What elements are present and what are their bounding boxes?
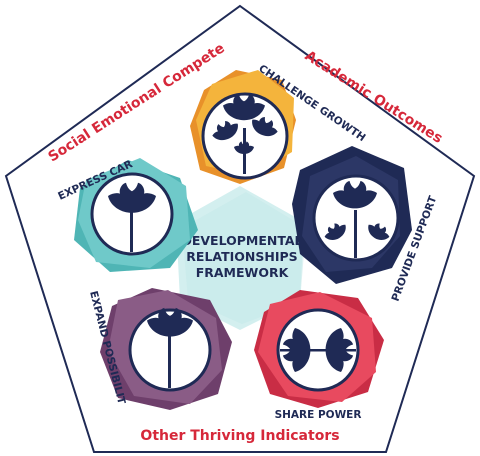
center-line-3: FRAMEWORK [196, 265, 290, 280]
ginkgo-pair-icon [280, 328, 356, 372]
label-share-power: SHARE POWER [275, 409, 362, 421]
node-expand-possibilities [100, 288, 232, 410]
ginkgo-tall-icon [147, 307, 193, 388]
node-provide-support [292, 146, 412, 284]
ginkgo-leaf-icon [108, 182, 156, 252]
node-share-power [254, 290, 384, 408]
ginkgo-sapling-icon [321, 180, 393, 258]
node-challenge-growth [190, 70, 296, 184]
node-express-care [74, 158, 198, 272]
center-line-1: DEVELOPMENTAL [181, 233, 302, 248]
center-line-2: RELATIONSHIPS [186, 249, 297, 264]
ginkgo-tree-icon [209, 93, 281, 174]
label-other-thriving: Other Thriving Indicators [140, 428, 339, 444]
